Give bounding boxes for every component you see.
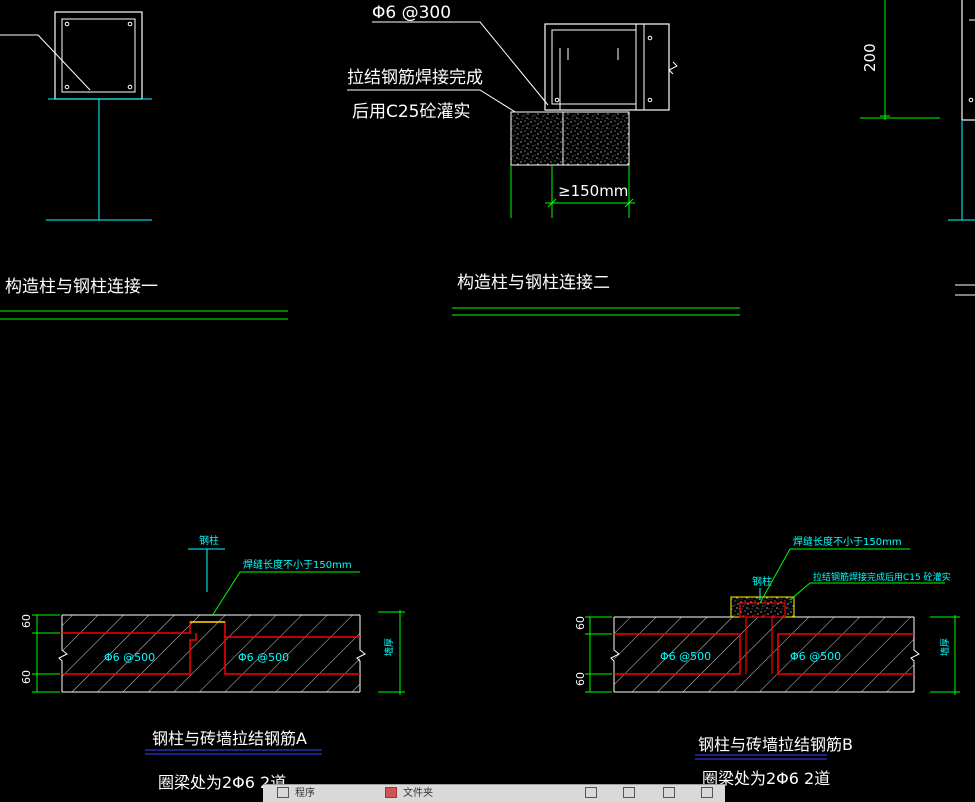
dim-200: 200 (861, 43, 879, 72)
edit-icon[interactable] (585, 787, 597, 798)
detail-connection-two: Φ6 @300 拉结钢筋焊接完成 后用C25砼灌实 ≥150mm 构造柱与钢柱连… (347, 3, 740, 316)
label-steel-column-a: 钢柱 (199, 534, 219, 547)
note-weld-complete: 拉结钢筋焊接完成 (347, 68, 483, 88)
detail-b: Φ6 @500 Φ6 @500 焊缝长度不小于150mm 钢柱 拉结钢筋焊接完成… (574, 535, 960, 788)
dim-60-a-bottom: 60 (20, 670, 33, 684)
leader-line (0, 34, 91, 91)
rebar-label-b-left: Φ6 @500 (660, 650, 711, 663)
rebar-b (614, 633, 741, 675)
file-icon[interactable] (701, 787, 713, 798)
wall-hatch-b (614, 617, 914, 692)
label-weld-b: 焊缝长度不小于150mm (793, 535, 902, 548)
taskbar-item-program[interactable]: 程序 (295, 788, 315, 799)
subtitle-detail-a: 圈梁处为2Φ6 2道 (158, 773, 286, 792)
title-detail-a: 钢柱与砖墙拉结钢筋A (152, 729, 307, 748)
program-icon[interactable] (277, 787, 289, 798)
rebar-label-b-right: Φ6 @500 (790, 650, 841, 663)
dim-60-b-top: 60 (574, 616, 587, 630)
detail-partial-right: 200 (860, 0, 975, 296)
title-connection-one: 构造柱与钢柱连接一 (5, 277, 158, 297)
label-grout-b: 拉结钢筋焊接完成后用C15 砼灌实 (813, 571, 951, 583)
label-spacing-300: Φ6 @300 (372, 3, 451, 23)
note-c25-grout: 后用C25砼灌实 (352, 102, 471, 122)
rebar-label-a-right: Φ6 @500 (238, 651, 289, 664)
title-detail-b: 钢柱与砖墙拉结钢筋B (698, 735, 853, 754)
wall-label-b: 墙厚 (939, 638, 951, 656)
label-steel-column-b: 钢柱 (752, 575, 772, 588)
dim-60-b-bottom: 60 (574, 672, 587, 686)
folder-icon[interactable] (385, 787, 397, 798)
column-inner (61, 18, 136, 93)
title-connection-two: 构造柱与钢柱连接二 (457, 273, 610, 293)
detail-a: Φ6 @500 Φ6 @500 钢柱 焊缝长度不小于150mm 60 60 墙厚… (20, 534, 405, 792)
wall-hatch-a (62, 615, 360, 692)
window-icon[interactable] (663, 787, 675, 798)
taskbar-item-folder[interactable]: 文件夹 (403, 788, 433, 799)
dim-150mm: ≥150mm (558, 182, 628, 200)
subtitle-detail-b: 圈梁处为2Φ6 2道 (702, 769, 830, 788)
label-weld-a: 焊缝长度不小于150mm (243, 558, 352, 571)
dim-60-a-top: 60 (20, 614, 33, 628)
up-arrow-icon[interactable] (623, 787, 635, 798)
grout-block (510, 111, 630, 166)
rebar-label-a-left: Φ6 @500 (104, 651, 155, 664)
wall-label-a: 墙厚 (383, 638, 395, 656)
detail-connection-one: 构造柱与钢柱连接一 (0, 11, 288, 320)
taskbar: 程序 文件夹 (263, 784, 725, 802)
